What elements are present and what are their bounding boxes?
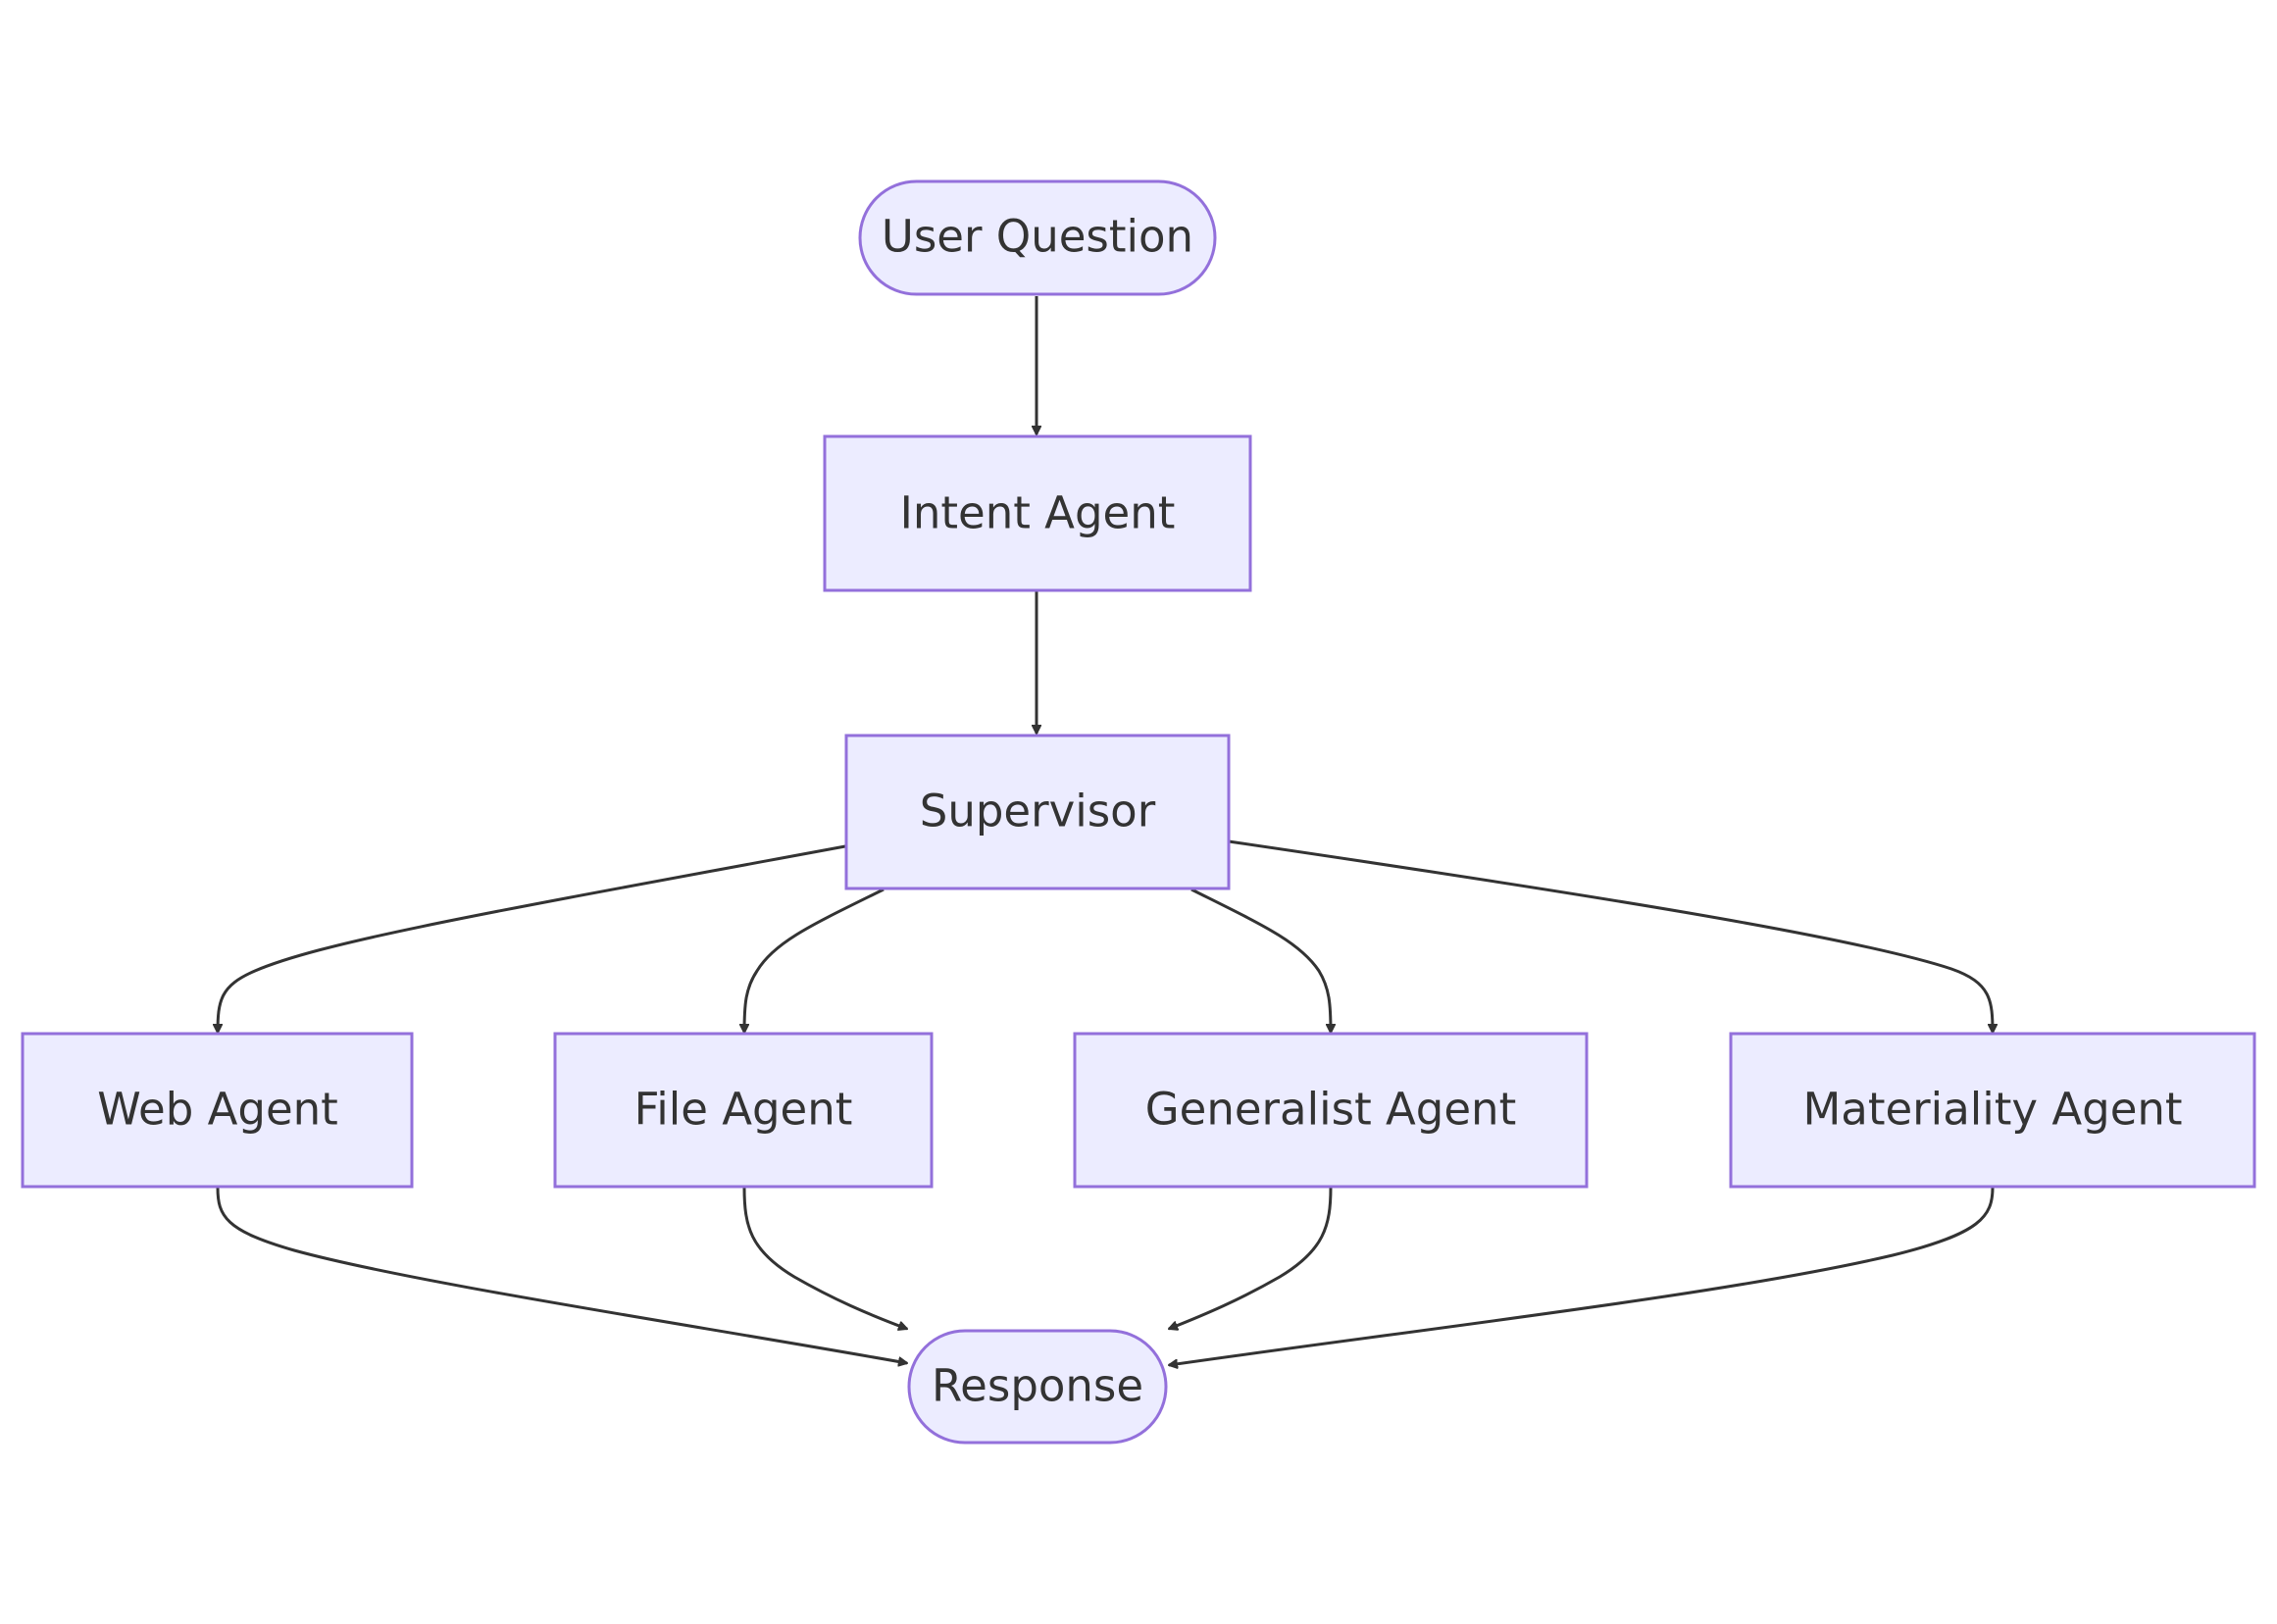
edge-supervisor-to-generalist-agent bbox=[1190, 888, 1331, 1033]
edge-supervisor-to-web-agent bbox=[218, 844, 846, 1033]
node-label: User Question bbox=[882, 211, 1193, 263]
node-label: Materiality Agent bbox=[1802, 1084, 2182, 1136]
node-user-question: User Question bbox=[858, 179, 1217, 296]
node-label: Supervisor bbox=[920, 786, 1156, 837]
node-intent-agent: Intent Agent bbox=[823, 434, 1252, 592]
edge-file-agent-to-response bbox=[742, 1187, 907, 1329]
edge-materiality-agent-to-response bbox=[1169, 1187, 1995, 1365]
edge-web-agent-to-response bbox=[216, 1187, 907, 1363]
edge-supervisor-to-materiality-agent bbox=[1228, 839, 1993, 1033]
node-label: Response bbox=[932, 1360, 1143, 1412]
node-label: Intent Agent bbox=[900, 487, 1176, 539]
node-label: Generalist Agent bbox=[1145, 1084, 1516, 1136]
edge-generalist-agent-to-response bbox=[1169, 1187, 1333, 1329]
nodes: User Question Intent Agent Supervisor We… bbox=[21, 179, 2256, 1445]
node-file-agent: File Agent bbox=[553, 1032, 934, 1189]
edges bbox=[218, 296, 1993, 1365]
node-response: Response bbox=[907, 1329, 1168, 1445]
node-label: Web Agent bbox=[97, 1084, 338, 1136]
node-label: File Agent bbox=[634, 1084, 853, 1136]
node-generalist-agent: Generalist Agent bbox=[1073, 1032, 1589, 1189]
node-supervisor: Supervisor bbox=[844, 734, 1231, 890]
node-web-agent: Web Agent bbox=[21, 1032, 414, 1189]
node-materiality-agent: Materiality Agent bbox=[1729, 1032, 2256, 1189]
edge-supervisor-to-file-agent bbox=[744, 888, 885, 1033]
